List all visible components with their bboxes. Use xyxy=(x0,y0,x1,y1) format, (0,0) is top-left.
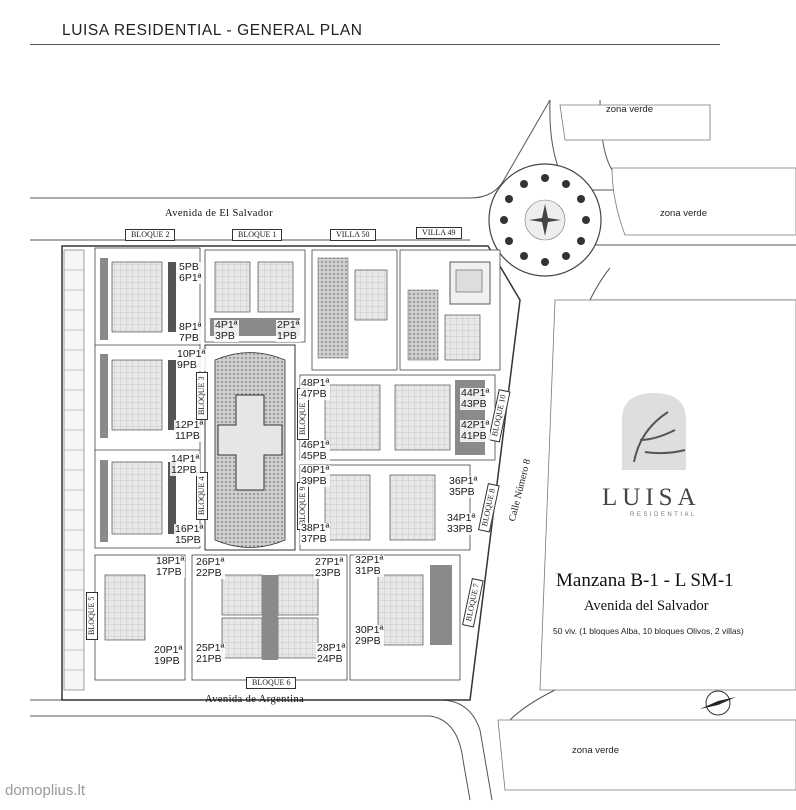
manzana-title: Manzana B-1 - L SM-1 xyxy=(556,570,734,591)
right-parcel xyxy=(539,299,796,691)
zona-verde-right-box xyxy=(611,167,796,236)
road-argentina xyxy=(30,699,493,801)
unit-label: 10P1ª 9PB xyxy=(176,348,207,371)
block-tag-vertical: BLOQUE 5 xyxy=(86,591,98,640)
roundabout-palms xyxy=(500,174,590,266)
header-divider xyxy=(30,44,720,45)
zona-verde-top: zona verde xyxy=(606,104,654,115)
unit-label: 44P1ª 43PB xyxy=(460,387,491,410)
unit-label: 32P1ª 31PB xyxy=(354,554,385,577)
unit-label: 12P1ª 11PB xyxy=(174,419,205,442)
unit-label: 18P1ª 17PB xyxy=(155,555,186,578)
unit-label: 34P1ª 33PB xyxy=(446,512,477,535)
unit-label: 36P1ª 35PB xyxy=(448,475,479,498)
compass-rose xyxy=(700,687,736,719)
unit-label: 2P1ª 1PB xyxy=(276,319,301,342)
unit-label: 42P1ª 41PB xyxy=(460,419,491,442)
page-title: LUISA RESIDENTIAL - GENERAL PLAN xyxy=(62,22,363,39)
unit-label: 25P1ª 21PB xyxy=(195,642,226,665)
unit-label: 48P1ª 47PB xyxy=(300,377,331,400)
unit-label: 30P1ª 29PB xyxy=(354,624,385,647)
road-right-upper xyxy=(575,244,796,301)
street-argentina: Avenida de Argentina xyxy=(205,694,305,705)
unit-label: 38P1ª 37PB xyxy=(300,522,331,545)
block-tag-vertical: BLOQUE 4 xyxy=(196,471,208,520)
unit-label: 16P1ª 15PB xyxy=(174,523,205,546)
watermark: domoplius.lt xyxy=(5,782,86,799)
logo-subtitle: RESIDENTIAL xyxy=(630,512,697,518)
block-tag: BLOQUE 6 xyxy=(246,677,297,689)
unit-label: 27P1ª 23PB xyxy=(314,556,345,579)
zona-verde-bottom: zona verde xyxy=(572,745,620,756)
viviendas-note: 50 viv. (1 bloques Alba, 10 bloques Oliv… xyxy=(553,626,744,636)
zona-verde-right: zona verde xyxy=(660,208,708,219)
unit-label: 26P1ª 22PB xyxy=(195,556,226,579)
zona-verde-bottom-box xyxy=(497,719,796,791)
block-tag: VILLA 50 xyxy=(330,229,376,241)
unit-label: 4P1ª 3PB xyxy=(214,319,239,342)
unit-label: 5PB 6P1ª xyxy=(178,261,203,284)
logo-wordmark: LUISA xyxy=(602,484,701,511)
block-tag: BLOQUE 2 xyxy=(125,229,176,241)
luisa-logo-mark xyxy=(622,393,686,470)
zona-verde-top-box xyxy=(559,104,711,141)
block-tag: VILLA 49 xyxy=(416,227,462,239)
street-el-salvador: Avenida de El Salvador xyxy=(165,208,274,219)
unit-label: 20P1ª 19PB xyxy=(153,644,184,667)
unit-label: 46P1ª 45PB xyxy=(300,439,331,462)
block-tag-vertical: BLOQUE 3 xyxy=(196,371,208,420)
avenida-subtitle: Avenida del Salvador xyxy=(584,598,709,614)
unit-label: 8P1ª 7PB xyxy=(178,321,203,344)
block-tag: BLOQUE 1 xyxy=(232,229,283,241)
unit-label: 14P1ª 12PB xyxy=(170,453,201,476)
unit-label: 28P1ª 24PB xyxy=(316,642,347,665)
pool xyxy=(217,394,283,491)
unit-label: 40P1ª 39PB xyxy=(300,464,331,487)
road-el-salvador xyxy=(30,99,551,241)
